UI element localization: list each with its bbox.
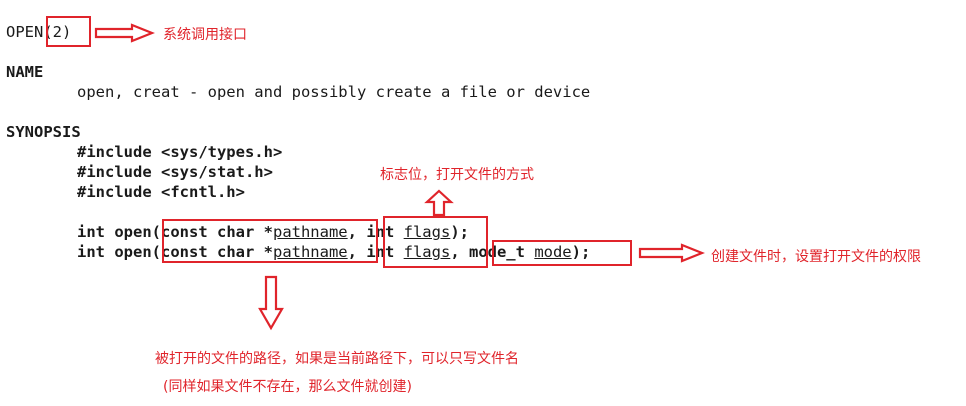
proto-mode-t: mode_t [468, 243, 535, 261]
page-title: OPEN(2) [6, 23, 72, 41]
proto-prefix: int open( [77, 223, 161, 241]
arrow-right-icon [638, 243, 705, 263]
proto-prefix: int open( [77, 243, 161, 261]
highlight-box-pathname [162, 219, 378, 263]
proto-const-char: const char * [161, 223, 273, 241]
param-mode: mode [534, 243, 572, 261]
include-line: #include <sys/stat.h> [77, 163, 273, 181]
include-line: #include <fcntl.h> [77, 183, 245, 201]
annotation-mode: 创建文件时，设置打开文件的权限 [711, 249, 921, 265]
annotation-pathname: 被打开的文件的路径，如果是当前路径下，可以只写文件名 [155, 351, 519, 367]
arrow-down-icon [258, 275, 284, 331]
param-flags: flags [403, 223, 451, 241]
proto-const-char: const char * [161, 243, 273, 261]
prototype-open-2args: int open(const char *pathname, int flags… [77, 222, 469, 242]
arrow-up-icon [424, 189, 454, 217]
highlight-box-flags [383, 216, 488, 268]
highlight-box-mode [492, 240, 632, 266]
proto-int: int [366, 243, 404, 261]
param-flags: flags [403, 243, 451, 261]
proto-comma: , [347, 243, 367, 261]
name-heading: NAME [6, 63, 44, 81]
annotation-flags: 标志位，打开文件的方式 [380, 167, 534, 183]
annotation-pathname-note: (同样如果文件不存在，那么文件就创建) [163, 379, 412, 395]
proto-end: ); [450, 223, 469, 241]
synopsis-heading: SYNOPSIS [6, 123, 81, 141]
highlight-box-section-number [46, 16, 91, 47]
name-description: open, creat - open and possibly create a… [77, 83, 591, 101]
proto-int: int [366, 223, 404, 241]
annotation-syscall: 系统调用接口 [163, 27, 247, 43]
proto-comma: , [347, 223, 367, 241]
param-pathname: pathname [272, 243, 348, 261]
param-pathname: pathname [272, 223, 348, 241]
arrow-right-icon [94, 23, 155, 43]
proto-comma: , [450, 243, 469, 261]
proto-end: ); [571, 243, 591, 261]
include-line: #include <sys/types.h> [77, 143, 283, 161]
prototype-open-3args: int open(const char *pathname, int flags… [77, 242, 590, 262]
